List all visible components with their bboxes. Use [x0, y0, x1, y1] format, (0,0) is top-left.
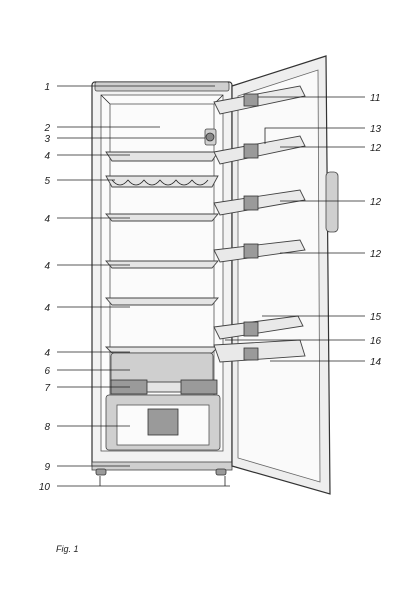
callout-14: 14	[370, 357, 382, 368]
shelf-3	[105, 260, 219, 269]
base	[91, 461, 233, 476]
door-bottom-tray	[213, 339, 306, 363]
callout-16: 16	[370, 336, 382, 347]
bottle-holder	[213, 315, 304, 340]
shelf-5	[104, 346, 220, 354]
callout-10: 10	[39, 482, 51, 493]
top-cover	[94, 81, 230, 92]
bottle-rack	[105, 175, 219, 188]
door-tray-top	[213, 85, 306, 115]
door-handle	[325, 171, 339, 233]
callout-7: 7	[44, 383, 50, 394]
labels-left: 1 2 3 4 5 4 4 4 4 6 7 8 9 10	[39, 82, 51, 493]
figure-caption: Fig. 1	[56, 544, 79, 554]
leaders-right	[225, 96, 365, 362]
callout-2: 2	[43, 123, 50, 134]
shelf-4	[105, 297, 219, 306]
callout-4-d: 4	[44, 303, 50, 314]
callout-12-c: 12	[370, 249, 382, 260]
callout-4-b: 4	[44, 214, 50, 225]
callout-4-c: 4	[44, 261, 50, 272]
callout-9: 9	[44, 462, 50, 473]
callout-11: 11	[370, 93, 380, 104]
callout-4-e: 4	[44, 348, 50, 359]
callout-5: 5	[44, 176, 50, 187]
callout-6: 6	[44, 366, 50, 377]
labels-right: 11 13 12 12 12 15 16 14	[370, 93, 382, 368]
callout-12-a: 12	[370, 143, 382, 154]
thermostat	[204, 128, 217, 146]
callout-3: 3	[44, 134, 50, 145]
shelf-2	[105, 213, 219, 222]
callout-12-b: 12	[370, 197, 382, 208]
leaders-left	[57, 85, 230, 487]
shelf-1	[105, 151, 219, 162]
door	[231, 55, 339, 495]
crisper-drawer	[105, 394, 221, 451]
crisper-cover	[110, 352, 218, 395]
callout-1: 1	[44, 82, 50, 93]
door-tray-2	[213, 189, 306, 216]
door-tray-1	[213, 135, 306, 165]
callout-8: 8	[44, 422, 50, 433]
callout-15: 15	[370, 312, 382, 323]
door-tray-3	[213, 239, 306, 263]
callout-4-a: 4	[44, 151, 50, 162]
callout-13: 13	[370, 124, 382, 135]
